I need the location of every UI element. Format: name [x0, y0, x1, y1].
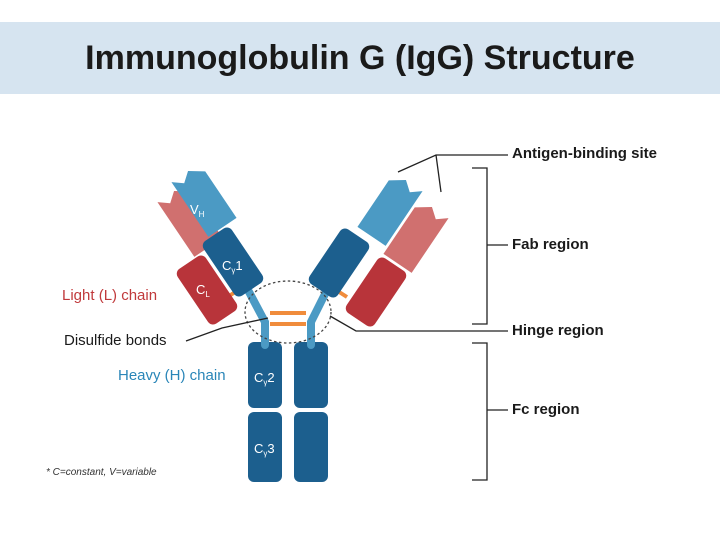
domain-label-cg3: Cγ3 — [254, 441, 275, 458]
heavy-chain-left-cg1 — [202, 227, 264, 297]
footnote: * C=constant, V=variable — [46, 467, 157, 478]
disulfide-bonds-label: Disulfide bonds — [64, 332, 167, 349]
domain-label-cg1: Cγ1 — [222, 258, 243, 275]
page-title: Immunoglobulin G (IgG) Structure — [85, 38, 635, 77]
light-chain-left-cl — [176, 255, 238, 325]
domain-label-vh: VH — [190, 202, 205, 219]
heavy-chain-label: Heavy (H) chain — [118, 367, 226, 384]
domain-label-vl: VL — [152, 227, 166, 244]
antigen-binding-site-label: Antigen-binding site — [512, 145, 657, 162]
heavy-chain-right-cg2 — [294, 342, 328, 408]
title-banner: Immunoglobulin G (IgG) Structure — [0, 22, 720, 94]
hinge-right-strand — [307, 286, 331, 349]
heavy-chain-left-cg2 — [248, 342, 282, 408]
hinge-region-label: Hinge region — [512, 322, 604, 339]
heavy-chain-right-cg1 — [308, 228, 370, 298]
light-chain-right-vl — [383, 206, 449, 273]
heavy-chain-left-cg3 — [248, 412, 282, 482]
hinge-region-callout-line — [329, 315, 508, 332]
heavy-chain-right-vh — [357, 179, 423, 246]
fc-region-label: Fc region — [512, 401, 580, 418]
domain-label-cg2: Cγ2 — [254, 370, 275, 387]
domain-label-cl: CL — [196, 282, 210, 299]
antigen-site-callout-line — [397, 154, 508, 193]
disulfide-callout-line — [185, 317, 269, 342]
heavy-chain-right-cg3 — [294, 412, 328, 482]
light-chain-label: Light (L) chain — [62, 287, 158, 304]
hinge-left-strand — [244, 286, 269, 349]
fab-region-label: Fab region — [512, 236, 589, 253]
heavy-chain-left-vh — [171, 170, 237, 237]
hinge-dotted-circle — [244, 280, 332, 344]
fab-region-bracket — [472, 167, 508, 325]
fc-region-bracket — [472, 342, 508, 481]
light-chain-right-cl — [345, 257, 407, 327]
